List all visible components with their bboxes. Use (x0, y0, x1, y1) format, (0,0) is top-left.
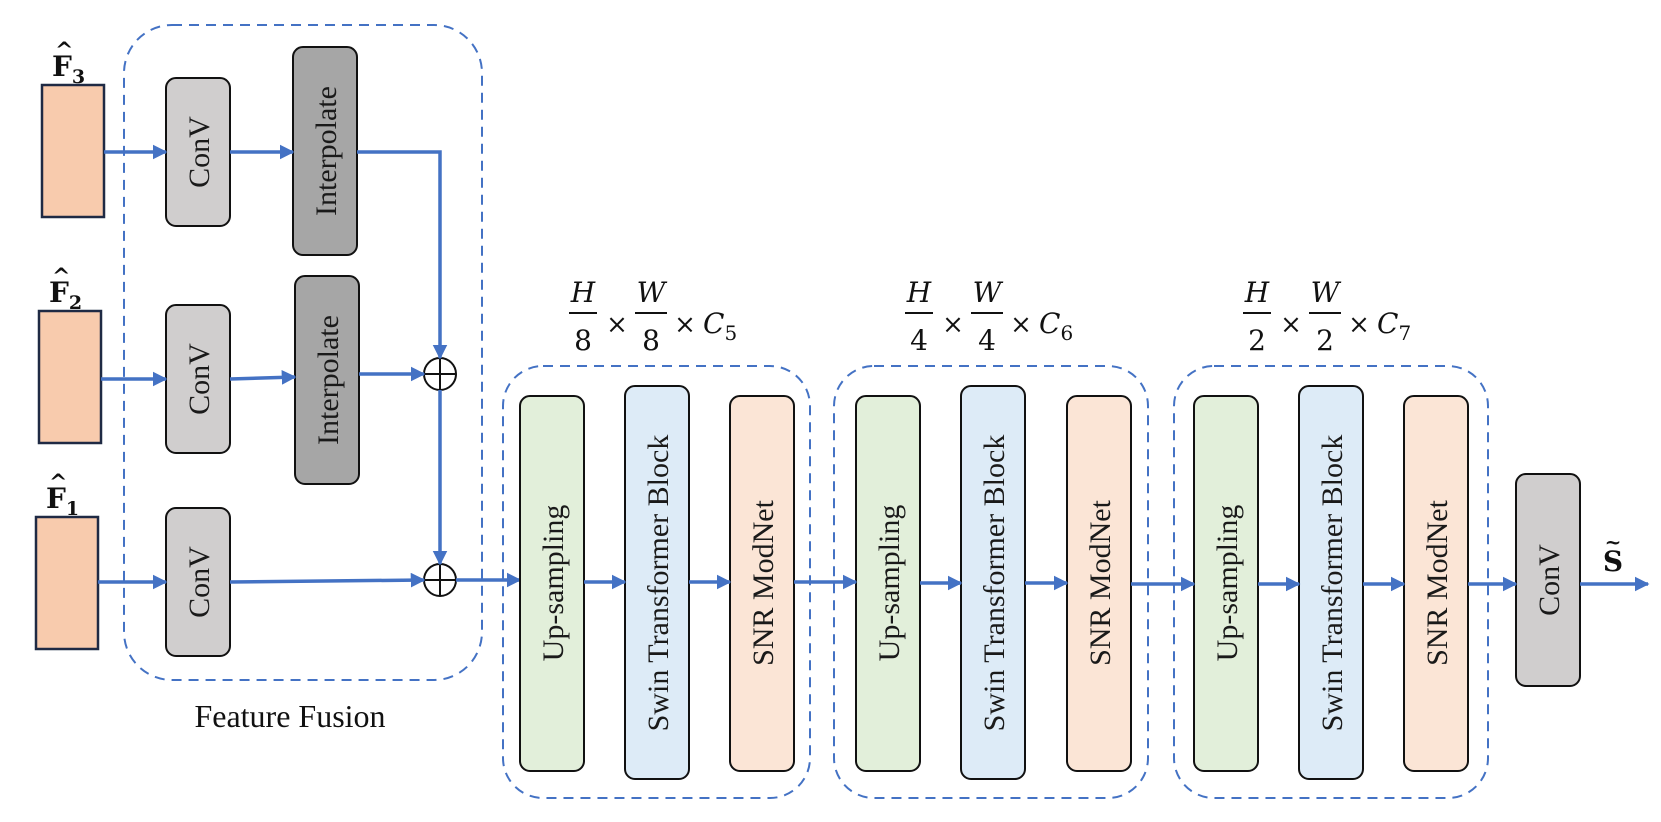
svg-text:4: 4 (910, 324, 928, 357)
stage-2-upsampling: Up-sampling (855, 395, 921, 772)
interpolate-2: Interpolate (294, 275, 360, 485)
stage-3-swin-block: Swin Transformer Block (1298, 385, 1364, 780)
svg-text:ConV: ConV (183, 546, 216, 618)
stage-2-dims: H 4 × W 4 × C6 (905, 276, 1073, 357)
input-f1-block (34, 515, 100, 651)
svg-text:Up-sampling: Up-sampling (1211, 505, 1244, 662)
input-f2-label: F2 (49, 276, 82, 314)
svg-text:ConV: ConV (183, 343, 216, 415)
svg-text:H: H (906, 276, 932, 309)
svg-text:SNR ModNet: SNR ModNet (1421, 499, 1454, 666)
svg-text:Interpolate: Interpolate (310, 86, 343, 216)
stage-2-snr-modnet: SNR ModNet (1066, 395, 1132, 772)
svg-text:H: H (570, 276, 596, 309)
svg-text:×: × (606, 310, 628, 340)
svg-text:Swin Transformer Block: Swin Transformer Block (642, 435, 675, 732)
pipeline-arrows (584, 574, 1650, 592)
final-conv: ConV (1515, 473, 1581, 687)
svg-text:2: 2 (1316, 324, 1334, 357)
stage-2-swin-block: Swin Transformer Block (960, 385, 1026, 780)
fusion-arrows (98, 144, 522, 590)
stage-1-dims: H 8 × W 8 × C5 (569, 276, 737, 357)
svg-text:2: 2 (1248, 324, 1266, 357)
input-f3-block (40, 83, 106, 219)
output-label: S (1603, 545, 1623, 578)
svg-text:ConV: ConV (1533, 544, 1566, 616)
svg-text:×: × (1010, 310, 1032, 340)
output-tilde: ~ (1605, 530, 1622, 554)
stage-3-dims: H 2 × W 2 × C7 (1243, 276, 1411, 357)
stage-1-snr-modnet: SNR ModNet (729, 395, 795, 772)
stage-1-swin-block: Swin Transformer Block (624, 385, 690, 780)
add-node-1 (423, 357, 457, 391)
stage-3-snr-modnet: SNR ModNet (1403, 395, 1469, 772)
svg-text:4: 4 (978, 324, 996, 357)
stage-3-upsampling: Up-sampling (1193, 395, 1259, 772)
input-f2-block (37, 309, 103, 445)
svg-text:W: W (637, 276, 668, 309)
interpolate-1: Interpolate (292, 46, 358, 256)
svg-text:×: × (942, 310, 964, 340)
svg-text:C7: C7 (1377, 307, 1411, 345)
fusion-conv-3: ConV (165, 507, 231, 657)
svg-text:8: 8 (574, 324, 592, 357)
stage-1-upsampling: Up-sampling (519, 395, 585, 772)
input-f3-label: F3 (52, 50, 85, 88)
svg-text:8: 8 (642, 324, 660, 357)
fusion-conv-1: ConV (165, 77, 231, 227)
input-f1-label: F1 (46, 482, 79, 520)
svg-text:ConV: ConV (183, 116, 216, 188)
svg-text:Swin Transformer Block: Swin Transformer Block (978, 435, 1011, 732)
add-node-2 (423, 563, 457, 597)
svg-text:×: × (1280, 310, 1302, 340)
svg-text:W: W (973, 276, 1004, 309)
input-f2-hat: ^ (52, 264, 70, 290)
svg-text:C5: C5 (703, 307, 737, 345)
svg-text:×: × (674, 310, 696, 340)
svg-text:W: W (1311, 276, 1342, 309)
svg-text:SNR ModNet: SNR ModNet (1084, 499, 1117, 666)
input-f3-hat: ^ (55, 38, 73, 64)
svg-text:H: H (1244, 276, 1270, 309)
svg-text:Up-sampling: Up-sampling (537, 505, 570, 662)
svg-text:Interpolate: Interpolate (312, 315, 345, 445)
svg-text:Up-sampling: Up-sampling (873, 505, 906, 662)
input-f1-hat: ^ (49, 470, 67, 496)
svg-text:C6: C6 (1039, 307, 1073, 345)
svg-text:×: × (1348, 310, 1370, 340)
svg-text:SNR ModNet: SNR ModNet (747, 499, 780, 666)
fusion-conv-2: ConV (165, 304, 231, 454)
svg-text:Swin Transformer Block: Swin Transformer Block (1316, 435, 1349, 732)
feature-fusion-label: Feature Fusion (194, 698, 385, 734)
feature-fusion-group (123, 24, 483, 681)
